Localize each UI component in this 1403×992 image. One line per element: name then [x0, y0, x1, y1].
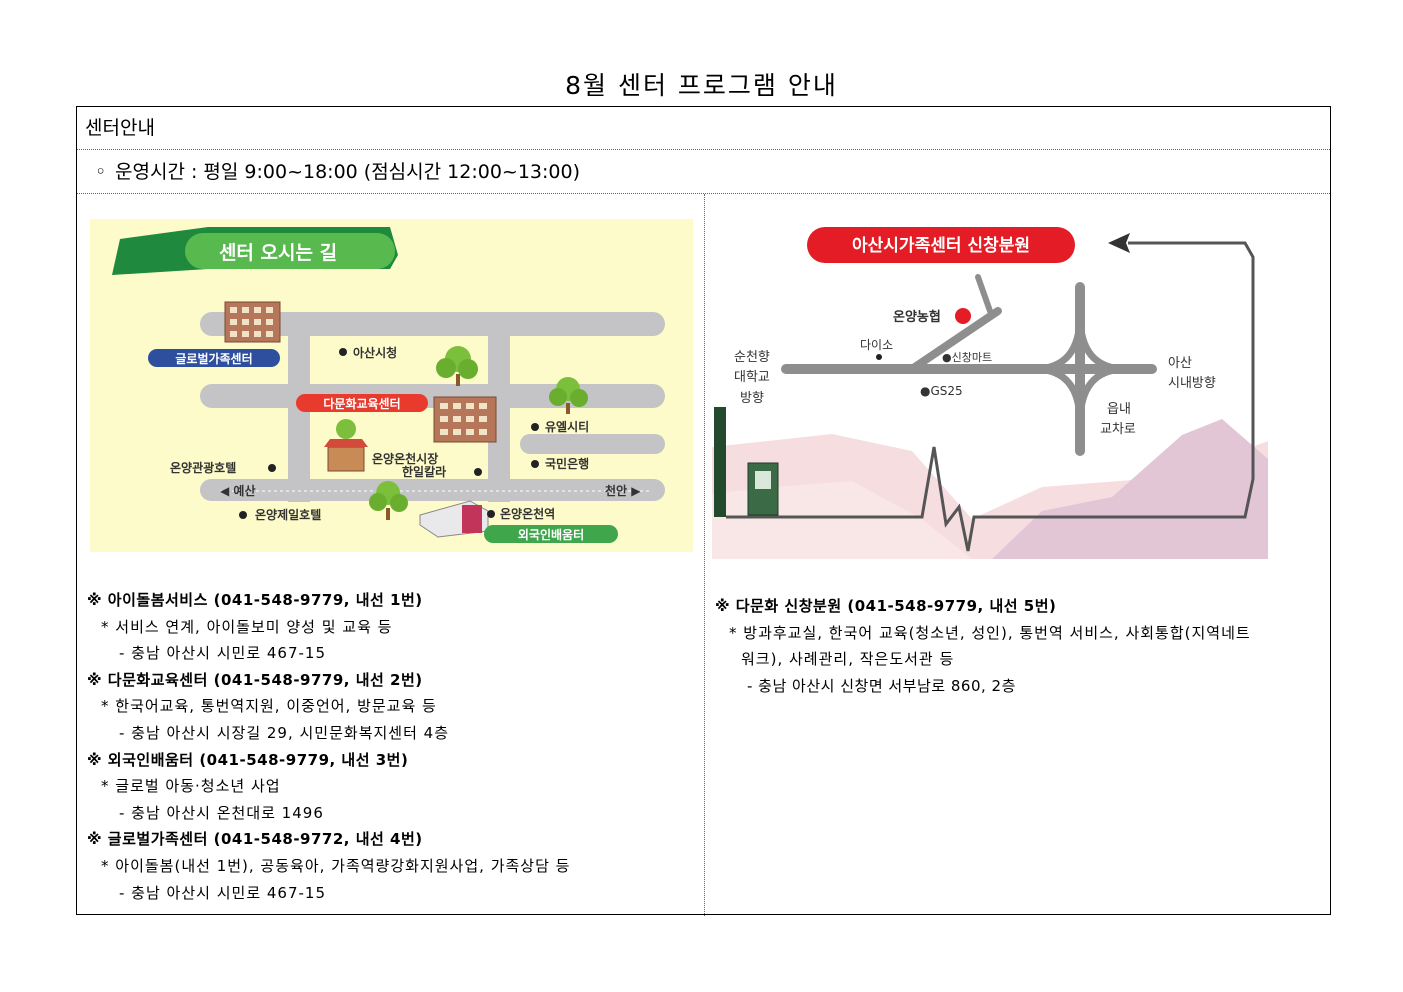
label-univ-1: 순천향 — [734, 350, 770, 365]
info-addr: - 충남 아산시 시민로 467-15 — [119, 644, 327, 663]
label-sinchang-mart: ●신창마트 — [942, 351, 992, 364]
info-head: ※ 외국인배움터 (041-548-9779, 내선 3번) — [87, 750, 409, 769]
label-eupnae-1: 읍내 — [1107, 402, 1131, 417]
label-hotel: 온양관광호텔 — [170, 460, 236, 475]
label-foreigner-center: 외국인배움터 — [518, 527, 584, 542]
tree-icon — [436, 346, 478, 386]
hours-text: 운영시간 : 평일 9:00~18:00 (점심시간 12:00~13:00) — [115, 161, 580, 183]
label-nonghyup: 온양농협 — [893, 309, 941, 325]
info-desc: * 서비스 연계, 아이돌보미 양성 및 교육 등 — [101, 617, 393, 636]
label-gs25: ●GS25 — [920, 384, 963, 398]
label-asan-1: 아산 — [1168, 356, 1192, 371]
doc-title: 8월 센터 프로그램 안내 — [565, 71, 838, 100]
label-daiso: 다이소 — [860, 338, 893, 352]
label-eupnae-2: 교차로 — [1100, 422, 1136, 437]
branch-pin-icon — [955, 308, 971, 324]
left-info: ※ 아이돌봄서비스 (041-548-9779, 내선 1번) * 서비스 연계… — [87, 587, 697, 906]
label-multicultural-center: 다문화교육센터 — [323, 396, 400, 411]
building-icon — [224, 301, 281, 343]
tree-icon — [549, 377, 588, 414]
info-head: ※ 다문화교육센터 (041-548-9779, 내선 2번) — [87, 670, 423, 689]
label-city-hall: 아산시청 — [353, 345, 397, 360]
label-jeil-hotel: 온양제일호텔 — [255, 507, 321, 522]
label-yuel-city: 유엘시티 — [545, 419, 589, 434]
tree-icon — [369, 481, 408, 520]
label-univ-3: 방향 — [740, 391, 764, 406]
section-title: 센터안내 — [77, 107, 1330, 150]
label-market: 온양온천시장 — [372, 451, 438, 466]
market-icon — [324, 419, 368, 472]
info-block: ※ 글로벌가족센터 (041-548-9772, 내선 4번) * 아이돌봄(내… — [87, 826, 697, 906]
branch-map: 아산시가족센터 신창분원 온양농협 다이소 ●신창마트 ●GS25 순천향 대학… — [712, 219, 1268, 559]
info-desc: * 한국어교육, 통번역지원, 이중언어, 방문교육 등 — [101, 697, 437, 716]
info-desc: * 글로벌 아동·청소년 사업 — [101, 777, 281, 796]
label-cheonan: 천안 ▶ — [605, 483, 641, 498]
label-yesan: ◀ 예산 — [220, 483, 256, 498]
info-block: ※ 다문화교육센터 (041-548-9779, 내선 2번) * 한국어교육,… — [87, 667, 697, 747]
info-addr: - 충남 아산시 시장길 29, 시민문화복지센터 4층 — [119, 723, 450, 742]
label-asan-2: 시내방향 — [1168, 376, 1216, 391]
map-banner: 센터 오시는 길 — [219, 242, 337, 264]
info-block: ※ 아이돌봄서비스 (041-548-9779, 내선 1번) * 서비스 연계… — [87, 587, 697, 667]
building-icon — [433, 396, 497, 443]
info-head: ※ 글로벌가족센터 (041-548-9772, 내선 4번) — [87, 830, 423, 849]
info-desc: * 아이돌봄(내선 1번), 공동육아, 가족역량강화지원사업, 가족상담 등 — [101, 856, 571, 875]
directions-map: 센터 오시는 길 글로벌가족센터 아산시청 다문화교육센터 — [90, 219, 693, 552]
label-station: 온양온천역 — [500, 506, 555, 521]
column-divider — [704, 194, 705, 916]
info-addr: - 충남 아산시 신창면 서부남로 860, 2층 — [747, 676, 1016, 695]
label-univ-2: 대학교 — [734, 370, 770, 385]
info-addr: - 충남 아산시 시민로 467-15 — [119, 883, 327, 902]
right-info: ※ 다문화 신창분원 (041-548-9779, 내선 5번) * 방과후교실… — [715, 593, 1327, 699]
branch-banner: 아산시가족센터 신창분원 — [852, 236, 1030, 256]
info-head: ※ 다문화 신창분원 (041-548-9779, 내선 5번) — [715, 597, 1057, 615]
info-desc-cont: 워크), 사례관리, 작은도서관 등 — [741, 650, 955, 669]
label-hanil: 한일칼라 — [402, 464, 446, 479]
hours-bullet: ◦ — [95, 161, 107, 183]
station-icon — [419, 500, 489, 538]
info-addr: - 충남 아산시 온천대로 1496 — [119, 803, 324, 822]
gas-pump-icon — [747, 462, 779, 516]
info-frame: 센터안내 ◦ 운영시간 : 평일 9:00~18:00 (점심시간 12:00~1… — [76, 106, 1331, 916]
label-kookmin-bank: 국민은행 — [545, 456, 589, 471]
label-global-center: 글로벌가족센터 — [175, 351, 252, 366]
info-desc: * 방과후교실, 한국어 교육(청소년, 성인), 통번역 서비스, 사회통합(… — [729, 623, 1251, 642]
hours-row: ◦ 운영시간 : 평일 9:00~18:00 (점심시간 12:00~13:00) — [77, 150, 1330, 194]
info-head: ※ 아이돌봄서비스 (041-548-9779, 내선 1번) — [87, 591, 423, 609]
info-block: ※ 외국인배움터 (041-548-9779, 내선 3번) * 글로벌 아동·… — [87, 747, 697, 827]
